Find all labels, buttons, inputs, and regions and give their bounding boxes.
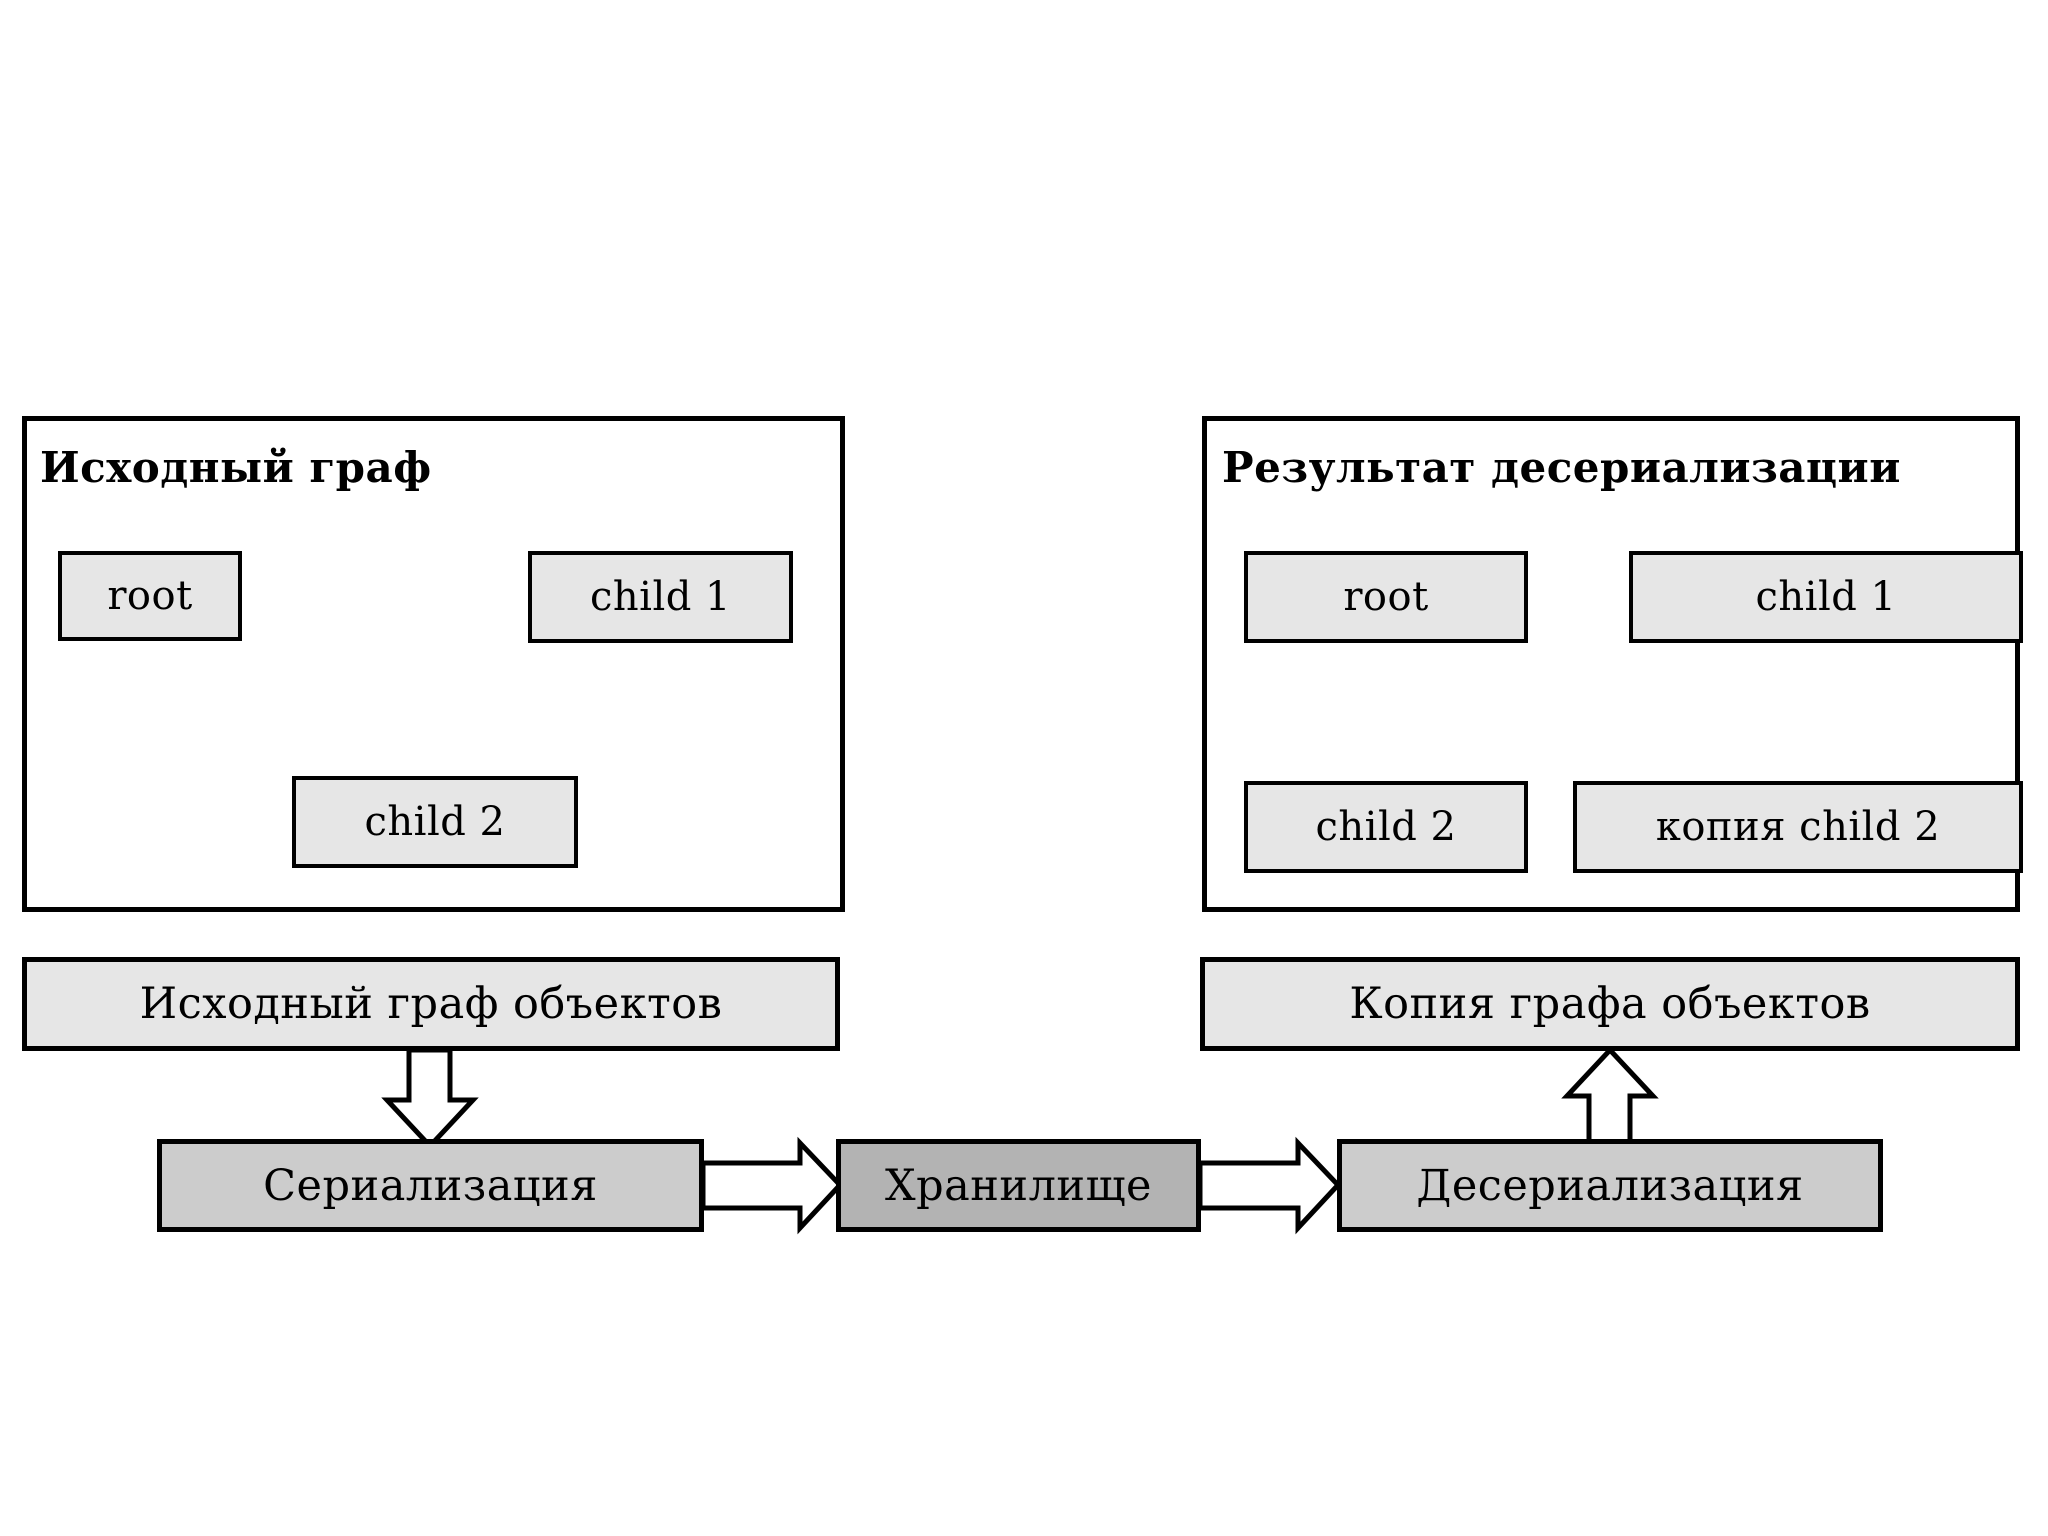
node-left-child1[interactable]: child 1: [528, 551, 793, 643]
bar-storage[interactable]: Хранилище: [836, 1139, 1201, 1232]
panel-deserialization-result-title: Результат десериализации: [1222, 443, 1901, 492]
flow-arrow-source-to-serialization: [381, 1047, 479, 1150]
node-right-child2[interactable]: child 2: [1244, 781, 1528, 873]
bar-source-object-graph[interactable]: Исходный граф объектов: [22, 957, 840, 1051]
node-right-copy-child2[interactable]: копия child 2: [1573, 781, 2023, 873]
panel-source-graph-title: Исходный граф: [40, 443, 432, 492]
bar-copy-object-graph[interactable]: Копия графа объектов: [1200, 957, 2020, 1051]
node-right-child1[interactable]: child 1: [1629, 551, 2023, 643]
flow-arrow-deserialization-to-copy: [1561, 1046, 1659, 1149]
bar-deserialization[interactable]: Десериализация: [1337, 1139, 1883, 1232]
flow-arrow-serialization-to-storage: [700, 1136, 844, 1235]
node-right-root[interactable]: root: [1244, 551, 1528, 643]
bar-serialization[interactable]: Сериализация: [157, 1139, 704, 1232]
flow-arrow-storage-to-deserialization: [1197, 1136, 1342, 1235]
node-left-root[interactable]: root: [58, 551, 242, 641]
node-left-child2[interactable]: child 2: [292, 776, 578, 868]
